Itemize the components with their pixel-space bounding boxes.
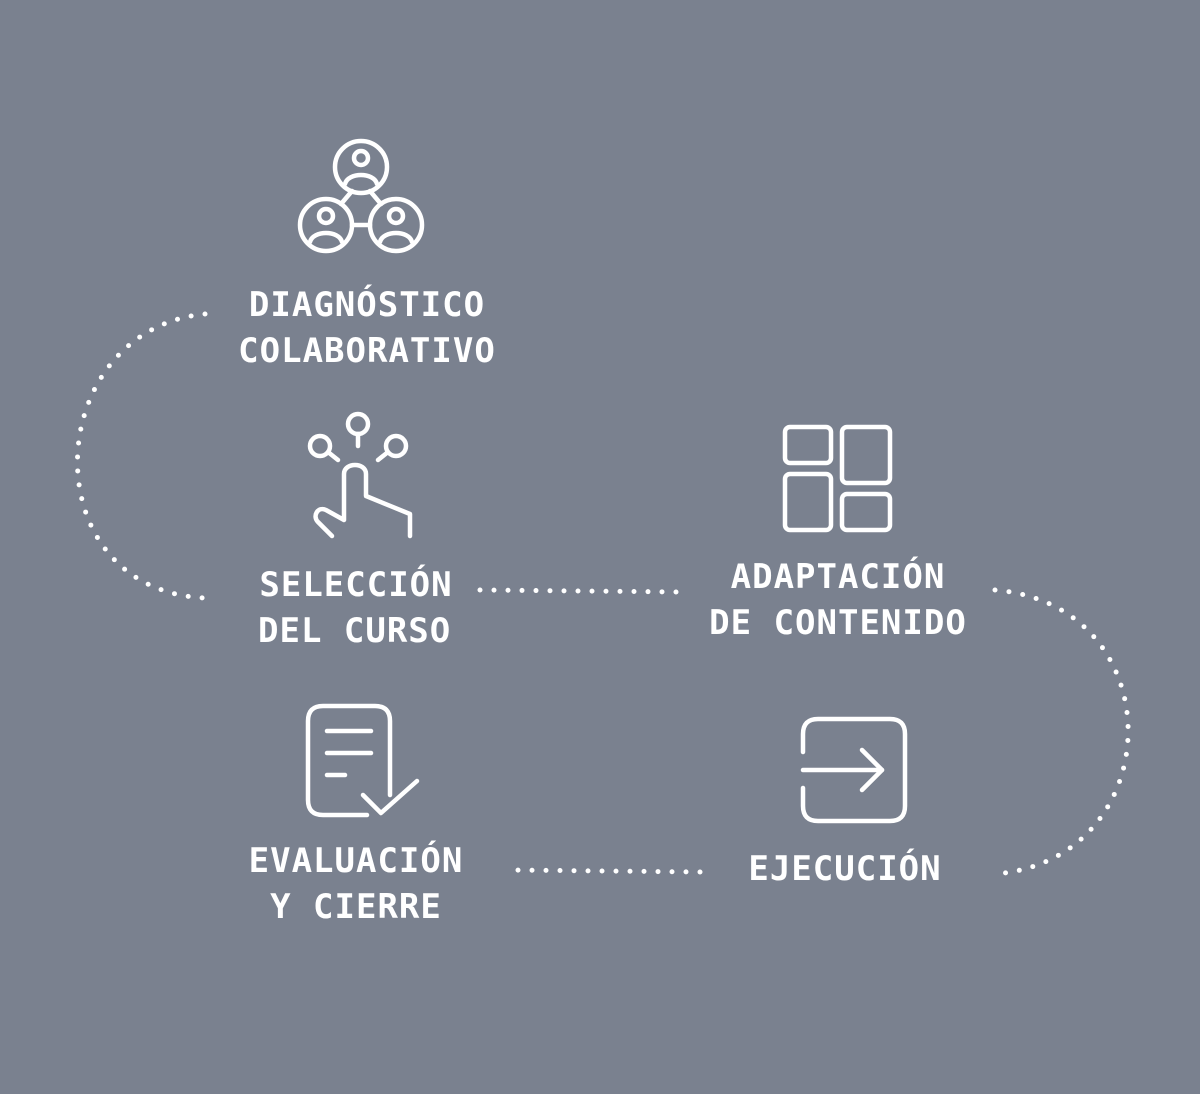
hand-select-icon [304,411,414,539]
step-diagnostico-line1: DIAGNÓSTICO [248,285,486,325]
layout-grid-icon [782,424,894,534]
connector-selection-adaptation [477,587,683,595]
step-seleccion-label: SELECCIÓN DEL CURSO [236,562,476,654]
step-ejecucion-line1: EJECUCIÓN [748,849,942,889]
connector-left-loop [75,311,208,601]
people-network-icon [296,138,426,256]
step-evaluacion-label: EVALUACIÓN Y CIERRE [232,838,480,930]
step-evaluacion-line1: EVALUACIÓN [248,841,464,881]
enter-arrow-icon [800,716,908,824]
step-diagnostico-label: DIAGNÓSTICO COLABORATIVO [222,282,512,374]
step-diagnostico-line2: COLABORATIVO [238,331,496,371]
step-seleccion-line2: DEL CURSO [258,611,452,651]
step-adaptacion-label: ADAPTACIÓN DE CONTENIDO [690,554,986,646]
document-check-icon [305,703,423,821]
step-evaluacion-line2: Y CIERRE [270,887,442,927]
step-seleccion-line1: SELECCIÓN [259,565,453,605]
connector-execution-evaluation [505,867,703,875]
step-adaptacion-line2: DE CONTENIDO [709,603,967,643]
connector-right-loop [992,587,1131,877]
step-ejecucion-label: EJECUCIÓN [730,846,960,892]
step-adaptacion-line1: ADAPTACIÓN [730,557,946,597]
